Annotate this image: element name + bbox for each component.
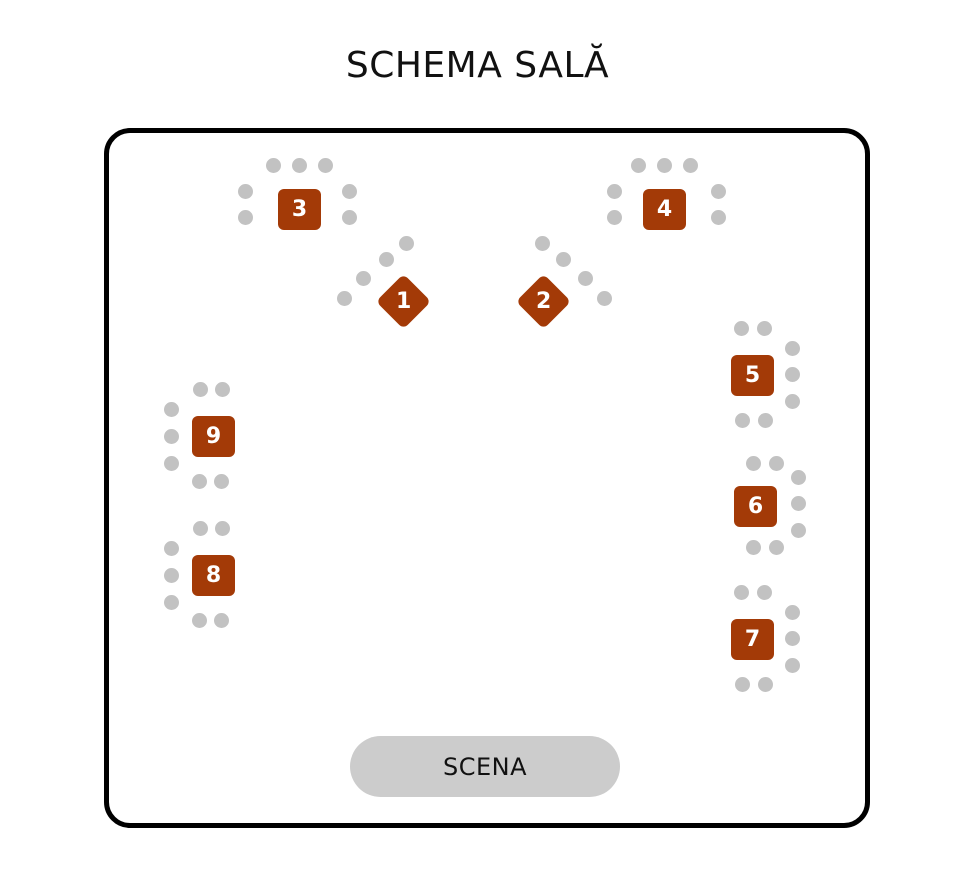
seat[interactable] — [163, 401, 179, 417]
seat[interactable] — [163, 455, 179, 471]
seat[interactable] — [214, 381, 230, 397]
seat[interactable] — [790, 522, 806, 538]
seat[interactable] — [768, 539, 784, 555]
seat[interactable] — [784, 630, 800, 646]
seat[interactable] — [756, 320, 772, 336]
table-5[interactable]: 5 — [731, 355, 774, 396]
seat[interactable] — [163, 540, 179, 556]
seat[interactable] — [192, 381, 208, 397]
table-7[interactable]: 7 — [731, 619, 774, 660]
table-number: 8 — [205, 563, 222, 588]
seat[interactable] — [214, 520, 230, 536]
table-number: 2 — [535, 289, 552, 314]
seat[interactable] — [790, 495, 806, 511]
table-8[interactable]: 8 — [192, 555, 235, 596]
seat[interactable] — [784, 366, 800, 382]
seat[interactable] — [734, 676, 750, 692]
table-number: 1 — [395, 289, 412, 314]
seat[interactable] — [656, 157, 672, 173]
seat[interactable] — [191, 612, 207, 628]
table-6[interactable]: 6 — [734, 486, 777, 527]
seat[interactable] — [317, 157, 333, 173]
table-number: 6 — [747, 494, 764, 519]
seat[interactable] — [163, 428, 179, 444]
table-number: 3 — [291, 197, 308, 222]
seat[interactable] — [265, 157, 281, 173]
seat[interactable] — [192, 520, 208, 536]
seat[interactable] — [341, 183, 357, 199]
seat[interactable] — [596, 290, 612, 306]
seat[interactable] — [734, 412, 750, 428]
seat[interactable] — [784, 657, 800, 673]
seat[interactable] — [163, 567, 179, 583]
table-number: 5 — [744, 363, 761, 388]
seat[interactable] — [710, 209, 726, 225]
seat[interactable] — [630, 157, 646, 173]
page-title: SCHEMA SALĂ — [345, 45, 610, 86]
seat[interactable] — [784, 340, 800, 356]
seat[interactable] — [555, 251, 571, 267]
seat[interactable] — [757, 412, 773, 428]
seat[interactable] — [163, 594, 179, 610]
seat[interactable] — [790, 469, 806, 485]
seat[interactable] — [756, 584, 772, 600]
table-4[interactable]: 4 — [643, 189, 686, 230]
seat[interactable] — [398, 235, 414, 251]
hall-outline — [104, 128, 870, 828]
seat[interactable] — [682, 157, 698, 173]
seat[interactable] — [577, 270, 593, 286]
seat[interactable] — [745, 539, 761, 555]
seat[interactable] — [733, 320, 749, 336]
table-number: 7 — [744, 627, 761, 652]
seat[interactable] — [291, 157, 307, 173]
seat[interactable] — [606, 183, 622, 199]
seat[interactable] — [191, 473, 207, 489]
seat[interactable] — [733, 584, 749, 600]
table-number: 4 — [656, 197, 673, 222]
stage-label: SCENA — [442, 752, 528, 781]
seat[interactable] — [336, 290, 352, 306]
seat[interactable] — [768, 455, 784, 471]
stage: SCENA — [350, 736, 620, 797]
seat[interactable] — [745, 455, 761, 471]
seat[interactable] — [710, 183, 726, 199]
seat[interactable] — [355, 270, 371, 286]
seat[interactable] — [378, 251, 394, 267]
seat[interactable] — [237, 209, 253, 225]
seat[interactable] — [784, 604, 800, 620]
seat[interactable] — [341, 209, 357, 225]
table-9[interactable]: 9 — [192, 416, 235, 457]
table-number: 9 — [205, 424, 222, 449]
seat[interactable] — [213, 473, 229, 489]
seat[interactable] — [784, 393, 800, 409]
seat[interactable] — [606, 209, 622, 225]
seat[interactable] — [757, 676, 773, 692]
seat[interactable] — [534, 235, 550, 251]
seat[interactable] — [213, 612, 229, 628]
table-3[interactable]: 3 — [278, 189, 321, 230]
seat[interactable] — [237, 183, 253, 199]
